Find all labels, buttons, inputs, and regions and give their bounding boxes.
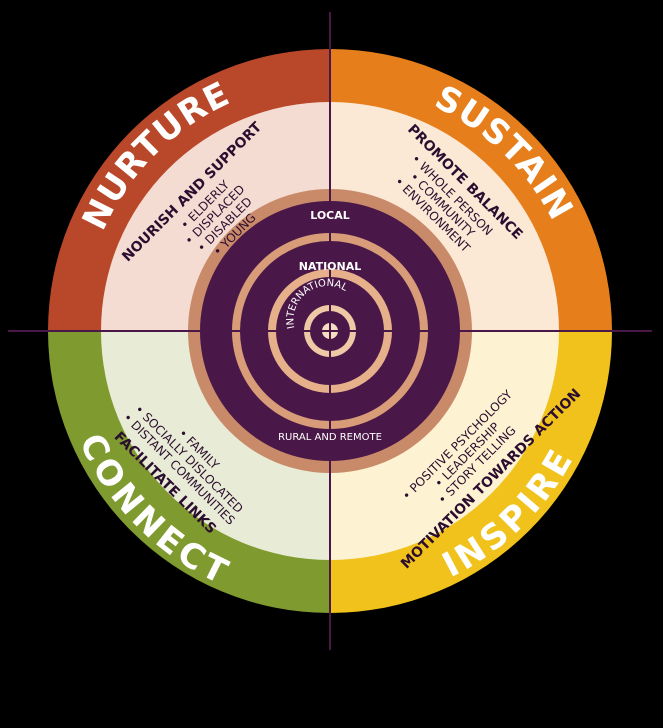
ring-label-rural: RURAL AND REMOTE [278, 432, 382, 443]
ring-label-local: LOCAL [310, 209, 350, 222]
ring-label-national: NATIONAL [299, 260, 362, 273]
